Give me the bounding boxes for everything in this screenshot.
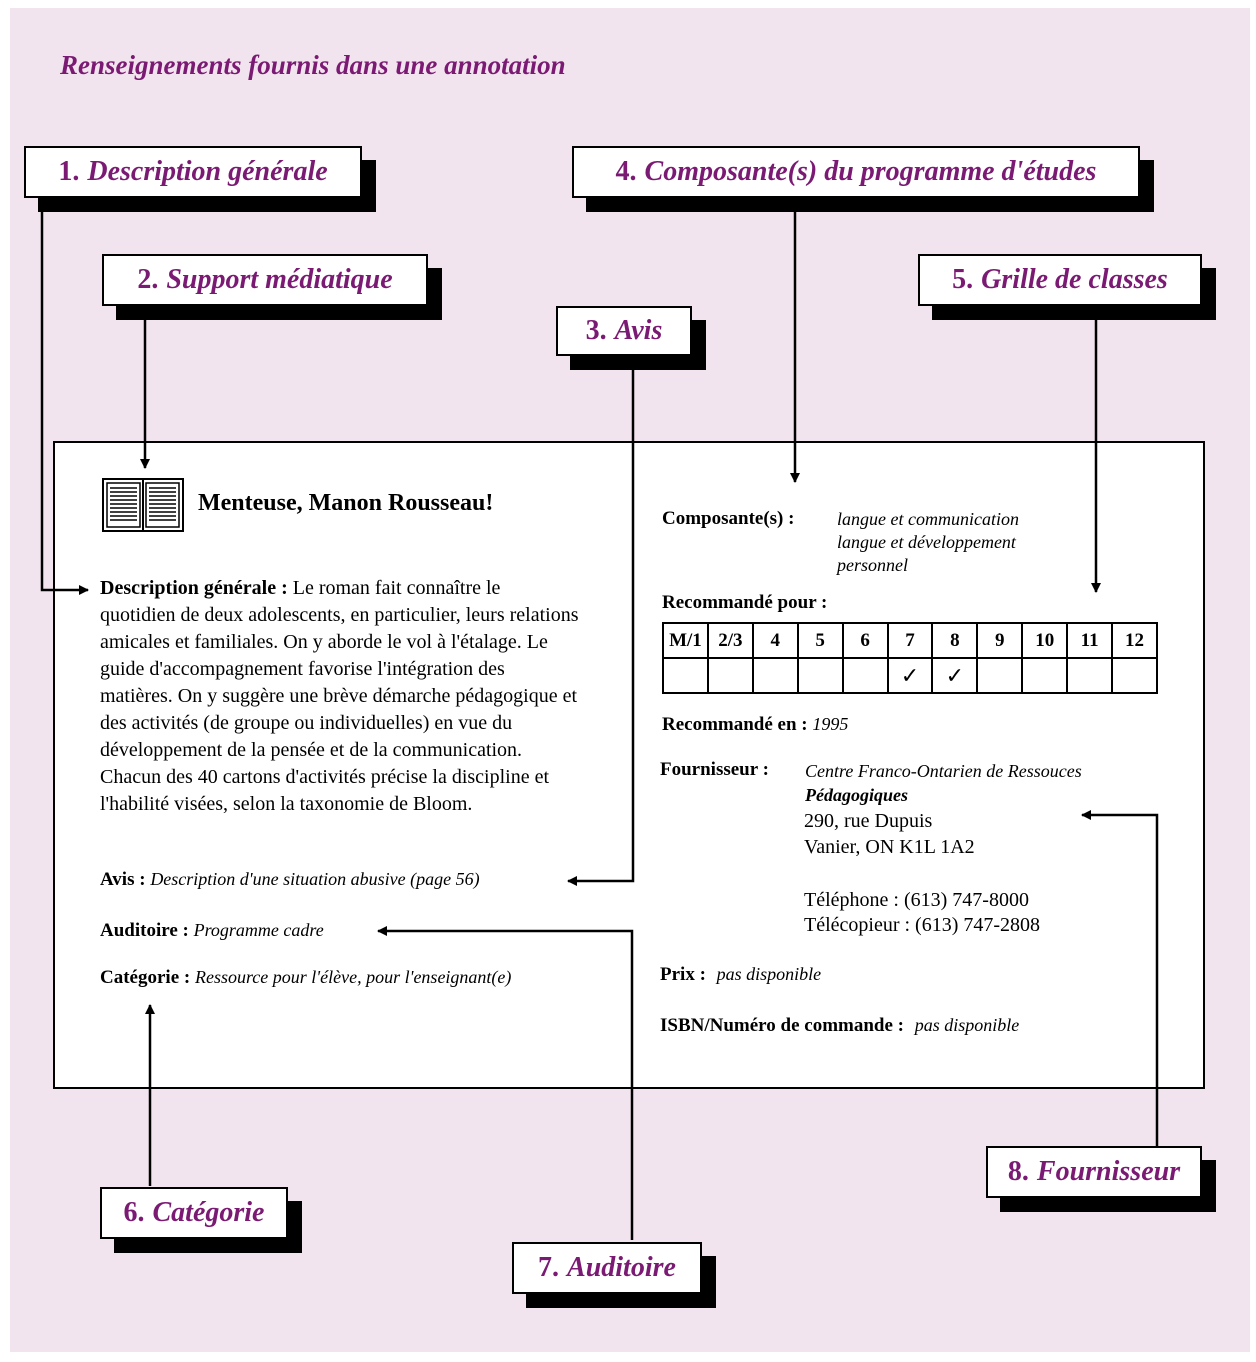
- callout-number: 3.: [585, 315, 607, 346]
- composante-line: langue et développement: [837, 532, 1016, 552]
- check-cell: ✓: [931, 657, 979, 694]
- callout-number: 1.: [58, 156, 80, 187]
- grade-cell: 5: [796, 622, 844, 659]
- callout-grille-de-classes: 5. Grille de classes: [918, 254, 1202, 306]
- grade-check-row: ✓ ✓: [662, 657, 1158, 694]
- check-cell: [1111, 657, 1158, 694]
- grade-cell: 9: [976, 622, 1024, 659]
- callout-description-generale: 1. Description générale: [24, 146, 362, 198]
- callout-fournisseur: 8. Fournisseur: [986, 1146, 1202, 1198]
- check-cell: [751, 657, 799, 694]
- description-text: Le roman fait connaître le quotidien de …: [100, 577, 579, 815]
- recommande-en-label: Recommandé en :: [662, 714, 808, 735]
- prix-value: pas disponible: [716, 964, 822, 984]
- fournisseur-label: Fournisseur :: [660, 759, 769, 780]
- callout-auditoire: 7. Auditoire: [512, 1242, 702, 1294]
- address-line: Vanier, ON K1L 1A2: [804, 836, 975, 858]
- callout-avis: 3. Avis: [556, 306, 692, 356]
- page-title: Renseignements fournis dans une annotati…: [60, 50, 566, 80]
- categorie-value: Ressource pour l'élève, pour l'enseignan…: [194, 967, 512, 987]
- callout-number: 4.: [615, 156, 637, 187]
- grade-grid: M/1 2/3 4 5 6 7 8 9 10 11 12 ✓ ✓: [662, 622, 1158, 694]
- check-cell: [1066, 657, 1114, 694]
- recommande-en-field: Recommandé en : 1995: [662, 714, 848, 736]
- grade-cell: 7: [886, 622, 934, 659]
- fournisseur-name: Centre Franco-Ontarien de Ressouces Péda…: [805, 759, 1082, 807]
- check-cell: [1021, 657, 1069, 694]
- check-cell: [976, 657, 1024, 694]
- callout-number: 7.: [538, 1252, 560, 1283]
- grade-header-row: M/1 2/3 4 5 6 7 8 9 10 11 12: [662, 622, 1158, 659]
- grade-cell: 11: [1066, 622, 1114, 659]
- telephone: Téléphone : (613) 747-8000: [804, 889, 1029, 911]
- callout-categorie: 6. Catégorie: [100, 1187, 288, 1239]
- grade-cell: 8: [931, 622, 979, 659]
- callout-support-mediatique: 2. Support médiatique: [102, 254, 428, 306]
- recommande-en-value: 1995: [812, 714, 849, 734]
- isbn-field: ISBN/Numéro de commande : pas disponible: [660, 1015, 1019, 1037]
- prix-label: Prix :: [660, 964, 706, 985]
- callout-label: Support médiatique: [166, 264, 393, 295]
- callout-label: Fournisseur: [1036, 1156, 1181, 1187]
- avis-value: Description d'une situation abusive (pag…: [150, 869, 480, 889]
- check-cell: [706, 657, 754, 694]
- check-cell: [796, 657, 844, 694]
- book-icon: [102, 478, 184, 532]
- auditoire-field: Auditoire : Programme cadre: [100, 920, 324, 942]
- categorie-field: Catégorie : Ressource pour l'élève, pour…: [100, 967, 511, 989]
- auditoire-value: Programme cadre: [193, 920, 324, 940]
- resource-title: Menteuse, Manon Rousseau!: [198, 490, 494, 516]
- callout-number: 5.: [952, 264, 974, 295]
- isbn-value: pas disponible: [914, 1015, 1020, 1035]
- check-cell: [841, 657, 889, 694]
- telecopieur: Télécopieur : (613) 747-2808: [804, 914, 1041, 936]
- grade-cell: 10: [1021, 622, 1069, 659]
- avis-label: Avis :: [100, 869, 146, 890]
- grade-cell: 4: [751, 622, 799, 659]
- callout-label: Avis: [614, 315, 663, 346]
- auditoire-label: Auditoire :: [100, 920, 189, 941]
- callout-composantes: 4. Composante(s) du programme d'études: [572, 146, 1140, 198]
- callout-label: Auditoire: [567, 1252, 676, 1283]
- description-block: Description générale : Le roman fait con…: [100, 575, 580, 818]
- composantes-value: langue et communication langue et dévelo…: [837, 508, 1019, 577]
- grade-cell: 6: [841, 622, 889, 659]
- composante-line: langue et communication: [837, 509, 1019, 529]
- avis-field: Avis : Description d'une situation abusi…: [100, 869, 480, 891]
- prix-field: Prix : pas disponible: [660, 964, 821, 986]
- grade-cell: 2/3: [706, 622, 754, 659]
- isbn-label: ISBN/Numéro de commande :: [660, 1015, 905, 1036]
- fournisseur-name-line: Centre Franco-Ontarien de Ressouces: [805, 761, 1082, 781]
- callout-label: Description générale: [87, 156, 328, 187]
- callout-label: Catégorie: [152, 1197, 265, 1228]
- callout-number: 6.: [123, 1197, 145, 1228]
- description-label: Description générale :: [100, 577, 288, 599]
- recommande-pour-label: Recommandé pour :: [662, 592, 828, 613]
- callout-number: 8.: [1007, 1156, 1029, 1187]
- check-cell: ✓: [886, 657, 934, 694]
- grade-cell: 12: [1111, 622, 1158, 659]
- composantes-label: Composante(s) :: [662, 508, 795, 529]
- callout-number: 2.: [137, 264, 159, 295]
- composante-line: personnel: [837, 555, 908, 575]
- fournisseur-name-line: Pédagogiques: [805, 785, 908, 805]
- callout-label: Composante(s) du programme d'études: [644, 156, 1097, 187]
- callout-label: Grille de classes: [981, 264, 1168, 295]
- categorie-label: Catégorie :: [100, 967, 191, 988]
- grade-cell: M/1: [662, 622, 709, 659]
- address-line: 290, rue Dupuis: [804, 810, 933, 832]
- check-cell: [662, 657, 709, 694]
